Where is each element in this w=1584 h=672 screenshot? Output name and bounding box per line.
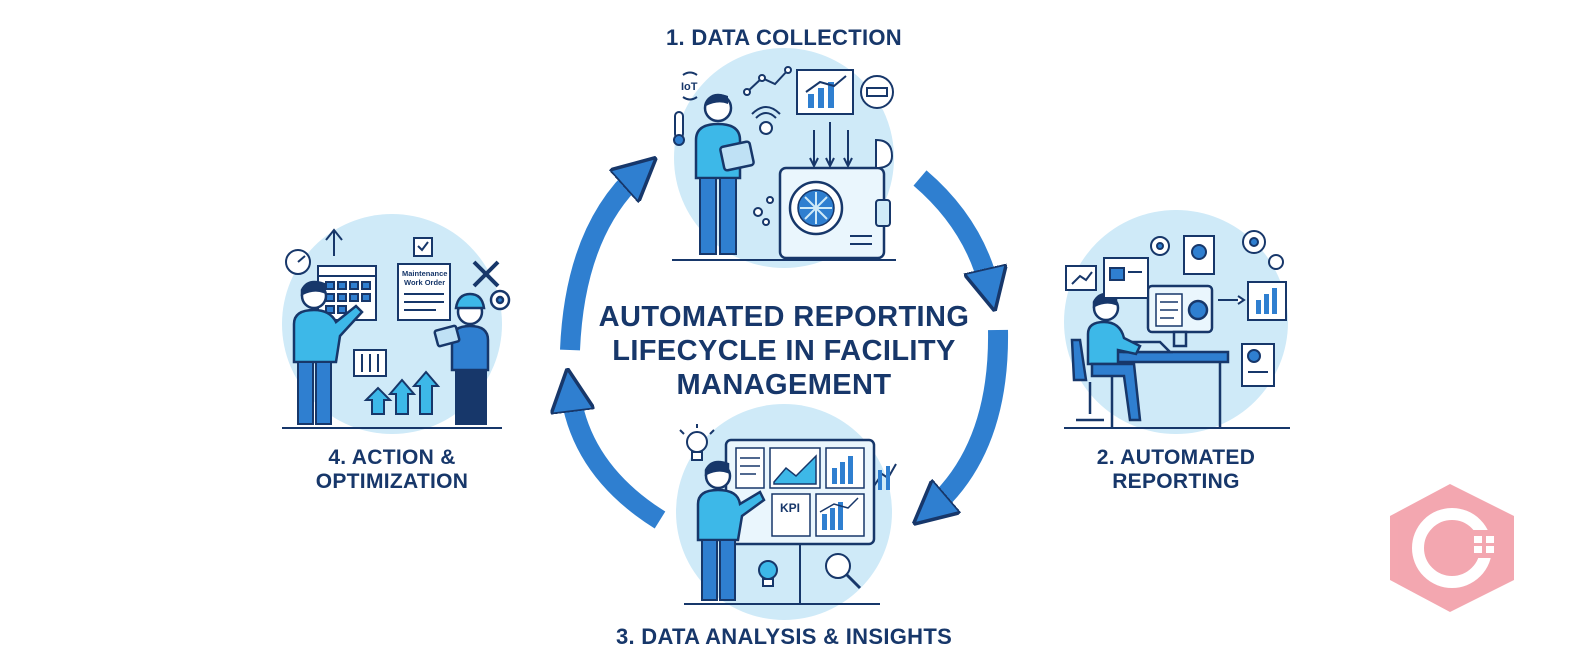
control-panel-icon: [285, 228, 387, 377]
stage-4-label-line2: OPTIMIZATION: [315, 470, 469, 493]
stage-2-label: 2. AUTOMATED REPORTING: [1068, 446, 1284, 494]
arrow-2-to-3: [930, 329, 1009, 510]
diagram-title-line1: AUTOMATED REPORTING: [598, 301, 970, 333]
stage-3-label: 3. DATA ANALYSIS & INSIGHTS: [615, 624, 953, 649]
analyst-presenting-icon: [696, 460, 766, 601]
desk-workstation-icon: [1102, 284, 1230, 428]
hvac-unit-icon: [778, 166, 891, 260]
work-order-document-icon: [397, 237, 451, 321]
diagram-title-line2: LIFECYCLE IN FACILITY: [612, 335, 956, 367]
stage-4-label-line1: 4. ACTION &: [328, 446, 456, 469]
office-worker-icon: [1070, 292, 1142, 422]
tools-icons: [472, 260, 511, 311]
cycle-arrows: [560, 170, 1009, 529]
insight-icons: [679, 424, 897, 590]
stage-2-label-line1: 2. AUTOMATED: [1096, 446, 1256, 469]
iot-label: IoT: [681, 81, 698, 93]
kpi-label: KPI: [780, 501, 800, 515]
improvement-arrows: [363, 370, 441, 415]
stage-2-illustration: [1064, 210, 1290, 434]
work-order-title-line1: Maintenance: [402, 269, 447, 278]
stage-1-illustration: IoT: [672, 48, 896, 268]
maintenance-worker-icon: [433, 292, 490, 425]
stage-4-illustration: Maintenance Work Order: [282, 214, 511, 434]
arrow-3-to-4: [570, 390, 666, 529]
sensor-icons: IoT: [673, 66, 894, 226]
diagram-title-line3: MANAGEMENT: [676, 369, 892, 401]
watermark-logo: [1390, 484, 1514, 612]
work-order-title-line2: Work Order: [404, 278, 445, 287]
technician-with-tablet-icon: [694, 93, 755, 255]
arrow-1-to-2: [913, 170, 990, 290]
manager-pointing-icon: [292, 280, 364, 425]
diagram-title: AUTOMATED REPORTING LIFECYCLE IN FACILIT…: [592, 300, 976, 402]
analytics-dashboard-icon: [724, 438, 876, 604]
stage-1-label: 1. DATA COLLECTION: [666, 25, 902, 50]
arrow-4-to-1: [560, 172, 640, 351]
stage-2-label-line2: REPORTING: [1112, 470, 1240, 493]
stage-3-illustration: KPI: [676, 404, 897, 620]
report-icons: [1065, 230, 1287, 387]
stage-4-label: 4. ACTION & OPTIMIZATION: [290, 446, 494, 494]
